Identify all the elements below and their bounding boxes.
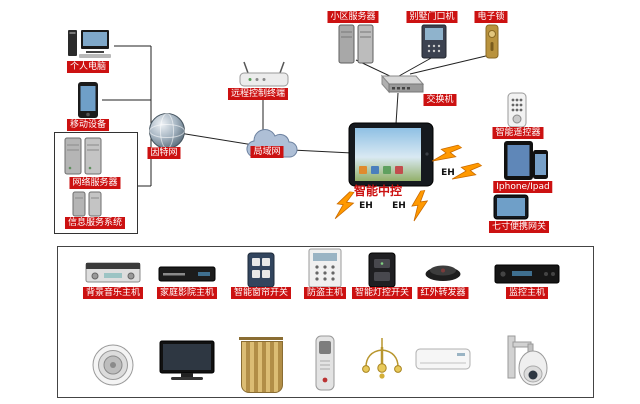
wireless-bolt-icon — [334, 190, 356, 222]
music-host-label: 背景音乐主机 — [82, 287, 144, 299]
central-control-panel-icon — [348, 122, 434, 188]
security-detector-icon — [312, 334, 338, 392]
iphone-ipad-label: Iphone/Ipad — [493, 181, 553, 193]
eh-protocol-label: EH — [359, 201, 373, 211]
tv-icon — [159, 340, 215, 382]
curtain-icon — [239, 337, 283, 393]
alarm-host-label: 防盗主机 — [303, 287, 347, 299]
alarm-host-icon — [308, 248, 342, 288]
music-host-icon — [85, 260, 141, 284]
network-server-icon — [64, 136, 102, 176]
pc-label: 个人电脑 — [66, 61, 110, 73]
pc-icon — [66, 28, 116, 60]
ptz-camera-icon — [504, 334, 550, 392]
ir-repeater-label: 红外转发器 — [417, 287, 469, 299]
home-theater-icon — [158, 266, 216, 282]
curtain-switch-icon — [247, 252, 275, 288]
iphone-ipad-icon — [503, 140, 549, 182]
community-server-label: 小区服务器 — [327, 11, 379, 23]
eh-protocol-label: EH — [392, 201, 406, 211]
villa-door-station-label: 别墅门口机 — [406, 11, 458, 23]
remote-terminal-label: 远程控制终端 — [227, 88, 289, 100]
dvr-host-icon — [494, 264, 560, 284]
internet-label: 因特网 — [147, 147, 181, 159]
smart-remote-icon — [506, 92, 528, 128]
curtain-switch-label: 智能窗帘开关 — [230, 287, 292, 299]
light-switch-icon — [368, 252, 396, 288]
air-conditioner-icon — [415, 348, 471, 370]
villa-door-station-icon — [419, 24, 449, 60]
eh-protocol-label: EH — [441, 168, 455, 178]
electronic-lock-label: 电子锁 — [474, 11, 508, 23]
remote-terminal-icon — [238, 60, 290, 90]
wireless-bolt-icon — [409, 189, 431, 222]
mobile-device-icon — [76, 82, 100, 119]
electronic-lock-icon — [479, 24, 505, 60]
network-switch-icon — [376, 70, 424, 96]
info-service-server-icon — [72, 191, 102, 217]
portable-gateway-icon — [493, 194, 529, 220]
home-theater-label: 家庭影院主机 — [156, 287, 218, 299]
mobile-device-label: 移动设备 — [66, 119, 110, 131]
network-server-label: 网络服务器 — [69, 177, 121, 189]
smart-remote-label: 智能遥控器 — [492, 127, 544, 139]
central-control-label: 智能中控 — [353, 184, 403, 198]
network-switch-label: 交换机 — [423, 94, 457, 106]
portable-gateway-label: 七寸便携网关 — [488, 221, 550, 233]
ir-repeater-icon — [424, 262, 462, 282]
internet-globe-icon — [148, 112, 186, 150]
dvr-host-label: 监控主机 — [505, 287, 549, 299]
ceiling-speaker-icon — [92, 344, 134, 386]
info-service-system-label: 信息服务系统 — [64, 217, 126, 229]
wireless-bolt-icon — [451, 156, 484, 191]
wireless-bolt-icon — [431, 138, 464, 173]
light-switch-label: 智能灯控开关 — [351, 287, 413, 299]
community-server-icon — [338, 24, 374, 64]
chandelier-icon — [361, 338, 403, 382]
lan-label: 局域网 — [250, 146, 284, 158]
